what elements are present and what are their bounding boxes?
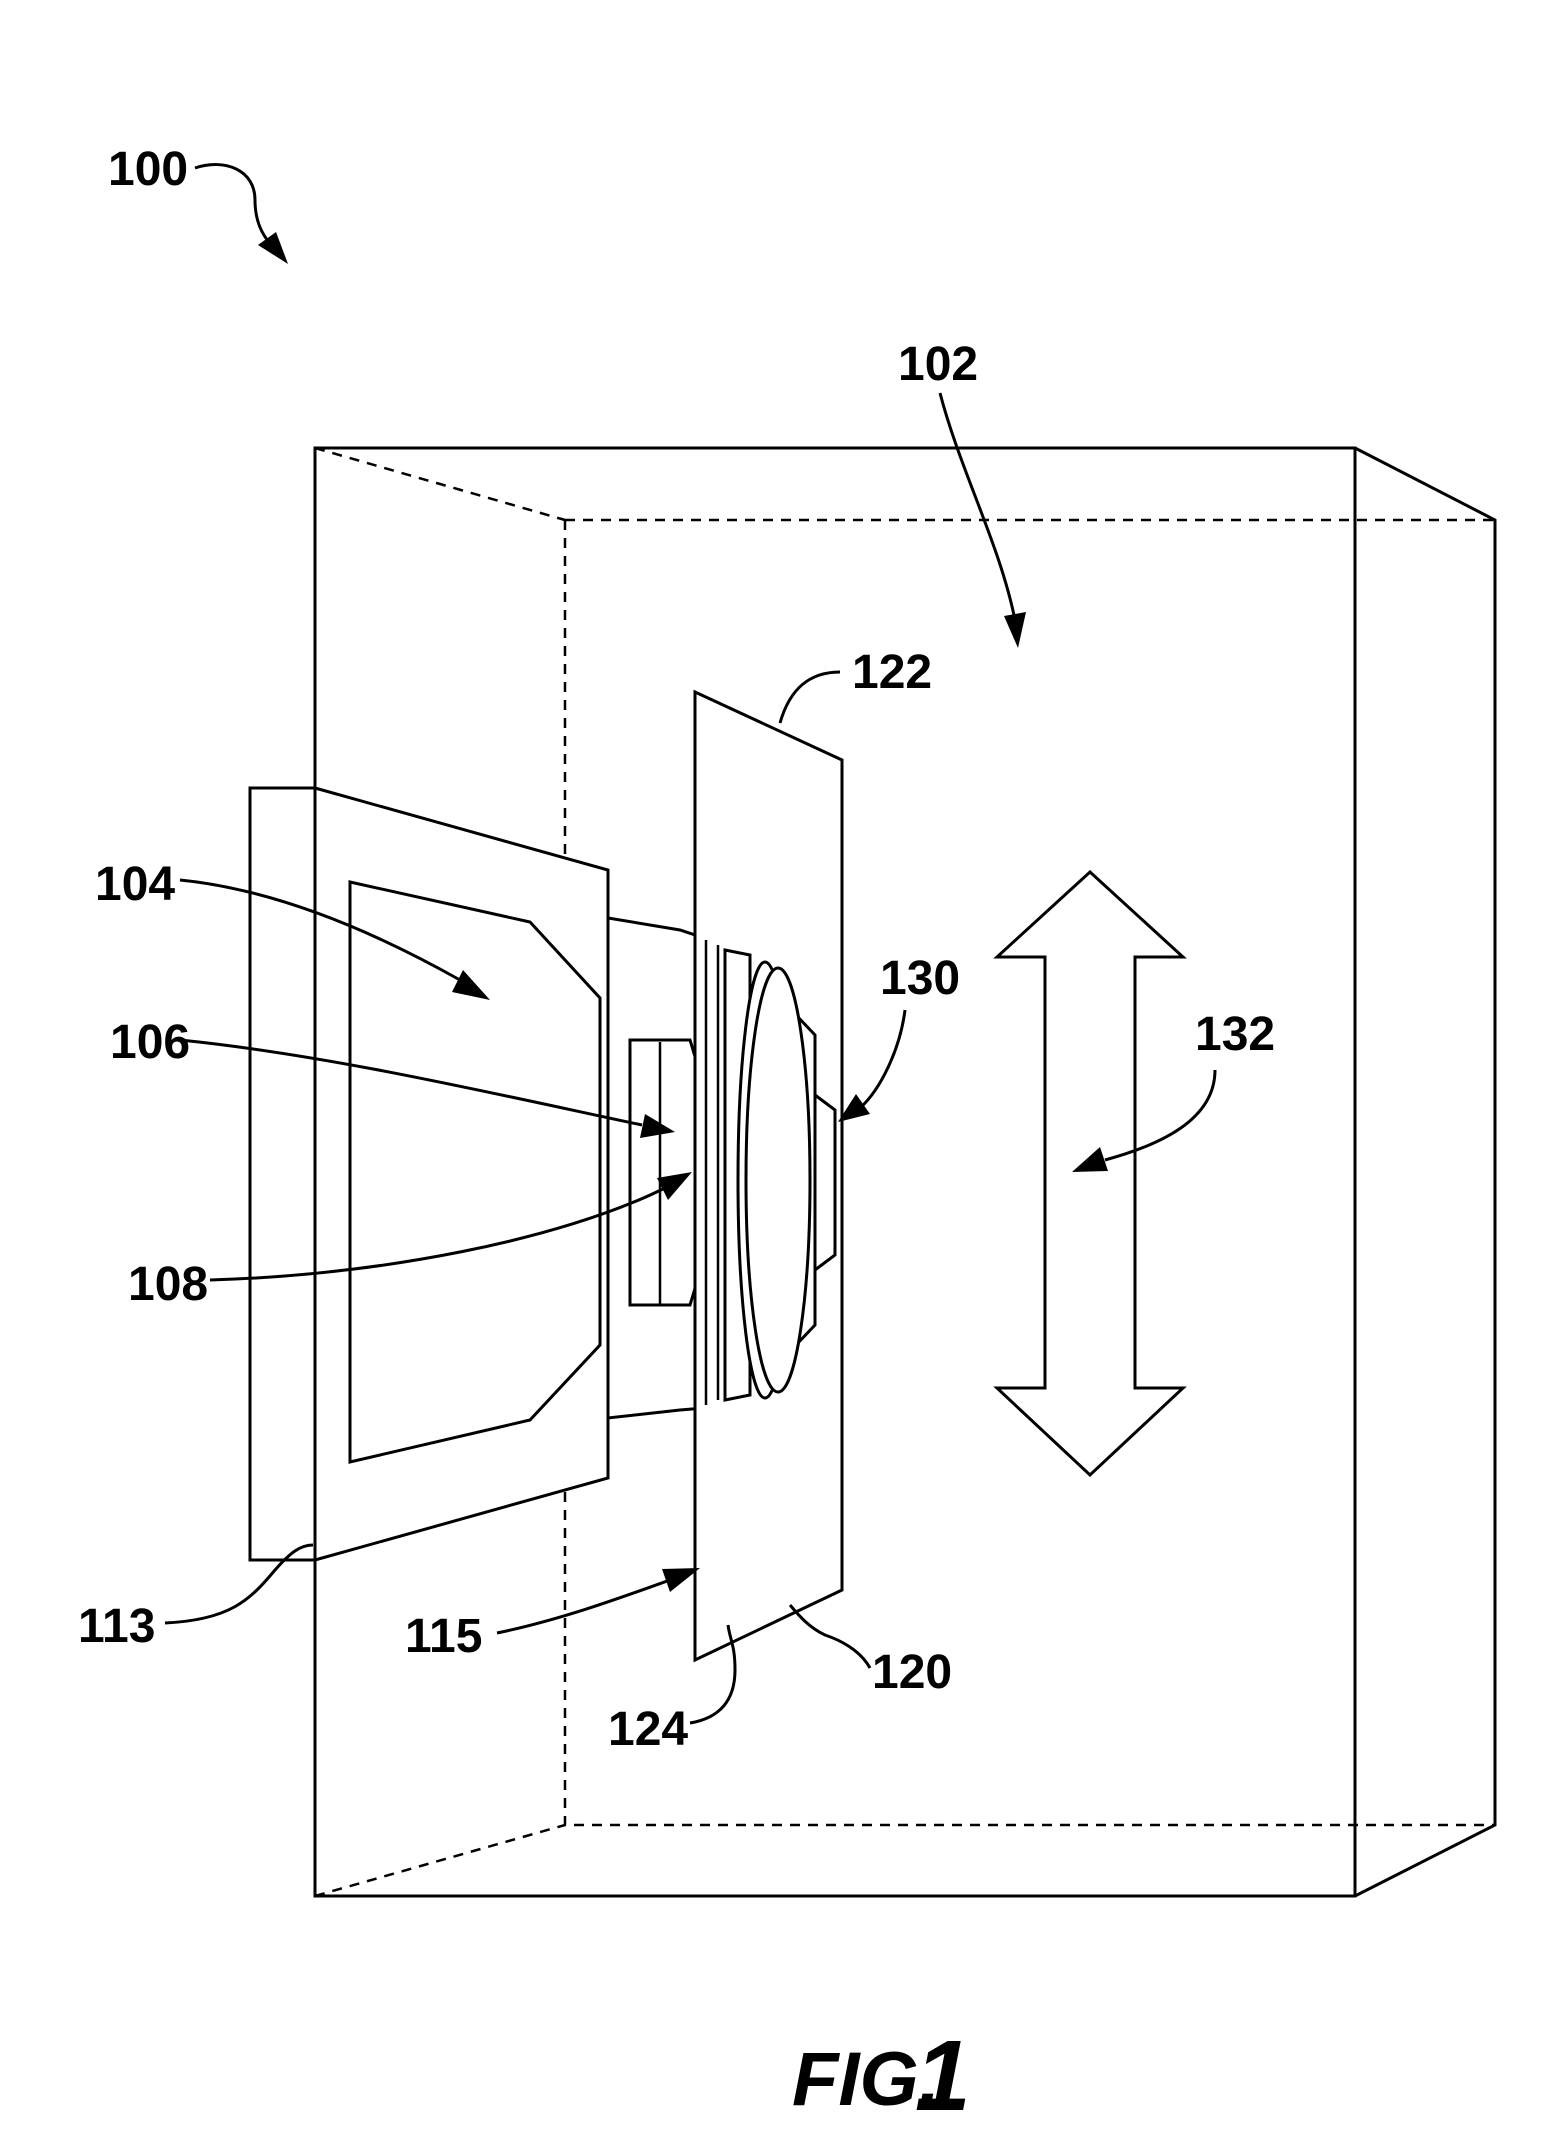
- label-124: 124: [608, 1703, 688, 1756]
- enclosure-hidden-diagonal-bottom: [315, 1825, 565, 1896]
- label-108: 108: [128, 1258, 208, 1311]
- leader-122: [780, 672, 840, 723]
- figure-caption: FIG. 1: [792, 2020, 971, 2132]
- leader-100: [195, 165, 278, 252]
- figure-caption-number: 1: [915, 2020, 971, 2132]
- arrowhead-100: [258, 232, 288, 264]
- label-104: 104: [95, 858, 175, 911]
- label-113: 113: [78, 1600, 155, 1653]
- label-122: 122: [852, 646, 932, 699]
- enclosure-side-face: [1355, 448, 1495, 1896]
- label-102: 102: [898, 338, 978, 391]
- leader-130: [860, 1010, 905, 1108]
- mount-frame: [315, 788, 608, 1560]
- label-132: 132: [1195, 1008, 1275, 1061]
- motion-double-arrow: [997, 872, 1183, 1475]
- lens-front-disc: [746, 968, 810, 1392]
- label-115: 115: [405, 1610, 482, 1663]
- back-plate: [250, 788, 315, 1560]
- leader-115: [497, 1580, 670, 1633]
- arrowhead-102: [1004, 612, 1026, 648]
- label-100: 100: [108, 143, 188, 196]
- leader-120: [790, 1605, 870, 1668]
- label-130: 130: [880, 952, 960, 1005]
- enclosure-hidden-diagonal-top: [315, 448, 565, 520]
- label-120: 120: [872, 1646, 952, 1699]
- label-106: 106: [110, 1016, 190, 1069]
- leader-102: [940, 393, 1015, 620]
- lens-rear-knob: [815, 1095, 835, 1270]
